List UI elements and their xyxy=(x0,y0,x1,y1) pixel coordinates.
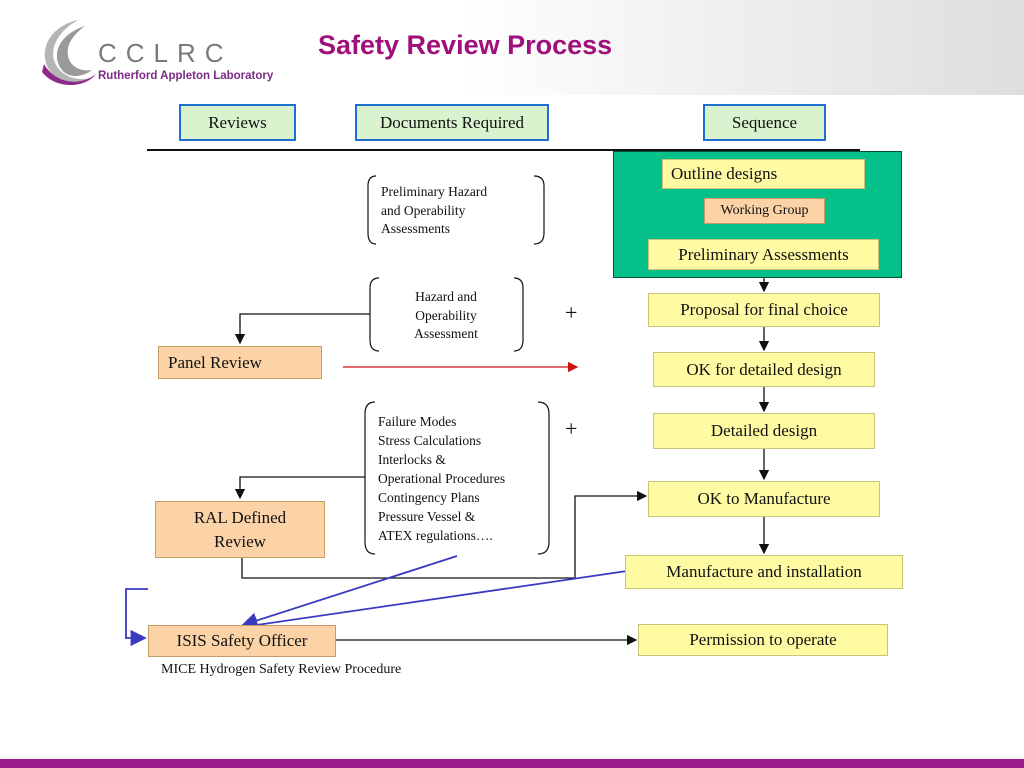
logo-subtitle: Rutherford Appleton Laboratory xyxy=(98,70,274,82)
detailed-design-box: Detailed design xyxy=(653,413,875,449)
isis-safety-officer-box: ISIS Safety Officer xyxy=(148,625,336,657)
document-preliminary-hazard: Preliminary Hazard and Operability Asses… xyxy=(381,183,487,239)
sequence-header: Sequence xyxy=(703,104,826,141)
blue-arrow-from-manufacture xyxy=(241,570,628,633)
doc1-line: Preliminary Hazard xyxy=(381,184,488,199)
working-group-box: Working Group xyxy=(704,198,825,224)
doc1-line: Assessments xyxy=(381,221,451,236)
documents-header: Documents Required xyxy=(355,104,549,141)
diagram-caption: MICE Hydrogen Safety Review Procedure xyxy=(161,662,402,677)
permission-to-operate-box: Permission to operate xyxy=(638,624,888,656)
panel-review-box: Panel Review xyxy=(158,346,322,379)
doc3-line: ATEX regulations…. xyxy=(378,528,493,543)
proposal-final-choice-box: Proposal for final choice xyxy=(648,293,880,327)
brace-doc1-left xyxy=(367,175,377,245)
doc2-line: Assessment xyxy=(414,326,478,341)
blue-arrow-from-docs xyxy=(241,555,458,629)
page-title: Safety Review Process xyxy=(318,30,613,60)
preliminary-assessments-box: Preliminary Assessments xyxy=(648,239,879,270)
doc3-line: Contingency Plans xyxy=(378,490,480,505)
brace-doc2-left xyxy=(369,277,380,352)
bottom-bar xyxy=(0,759,1024,768)
header-band xyxy=(0,0,1024,95)
doc2-line: Operability xyxy=(415,307,477,323)
doc2-line: Hazard and xyxy=(415,289,477,304)
ok-to-manufacture-box: OK to Manufacture xyxy=(648,481,880,517)
blue-arrow-from-ral xyxy=(125,588,148,647)
doc1-line: and Operability xyxy=(381,202,466,218)
plus-sign: + xyxy=(565,416,578,441)
document-hazard-operability: Hazard and Operability Assessment xyxy=(380,288,512,344)
arrow-to-ral-review xyxy=(234,476,365,500)
cclrc-logo: CCLRC Rutherford Appleton Laboratory xyxy=(30,12,290,92)
document-failure-modes: Failure Modes Stress Calculations Interl… xyxy=(378,412,505,545)
reviews-header: Reviews xyxy=(179,104,296,141)
brace-doc3-right xyxy=(537,401,550,555)
ral-defined-review-box: RAL Defined Review xyxy=(155,501,325,558)
ok-detailed-design-box: OK for detailed design xyxy=(653,352,875,387)
doc3-line: Operational Procedures xyxy=(378,471,506,486)
logo-text: CCLRC xyxy=(98,38,233,68)
doc3-line: Stress Calculations xyxy=(378,433,482,448)
arrow-to-panel-review xyxy=(234,313,370,345)
doc3-line: Failure Modes xyxy=(378,414,457,429)
manufacture-installation-box: Manufacture and installation xyxy=(625,555,903,589)
brace-doc3-left xyxy=(364,401,376,555)
swoosh-logo-icon xyxy=(42,20,96,85)
doc3-line: Pressure Vessel & xyxy=(378,509,476,524)
doc3-line: Interlocks & xyxy=(378,452,446,467)
outline-designs-box: Outline designs xyxy=(662,159,865,189)
plus-sign: + xyxy=(565,300,578,325)
brace-doc2-right xyxy=(513,277,524,352)
brace-doc1-right xyxy=(533,175,545,245)
